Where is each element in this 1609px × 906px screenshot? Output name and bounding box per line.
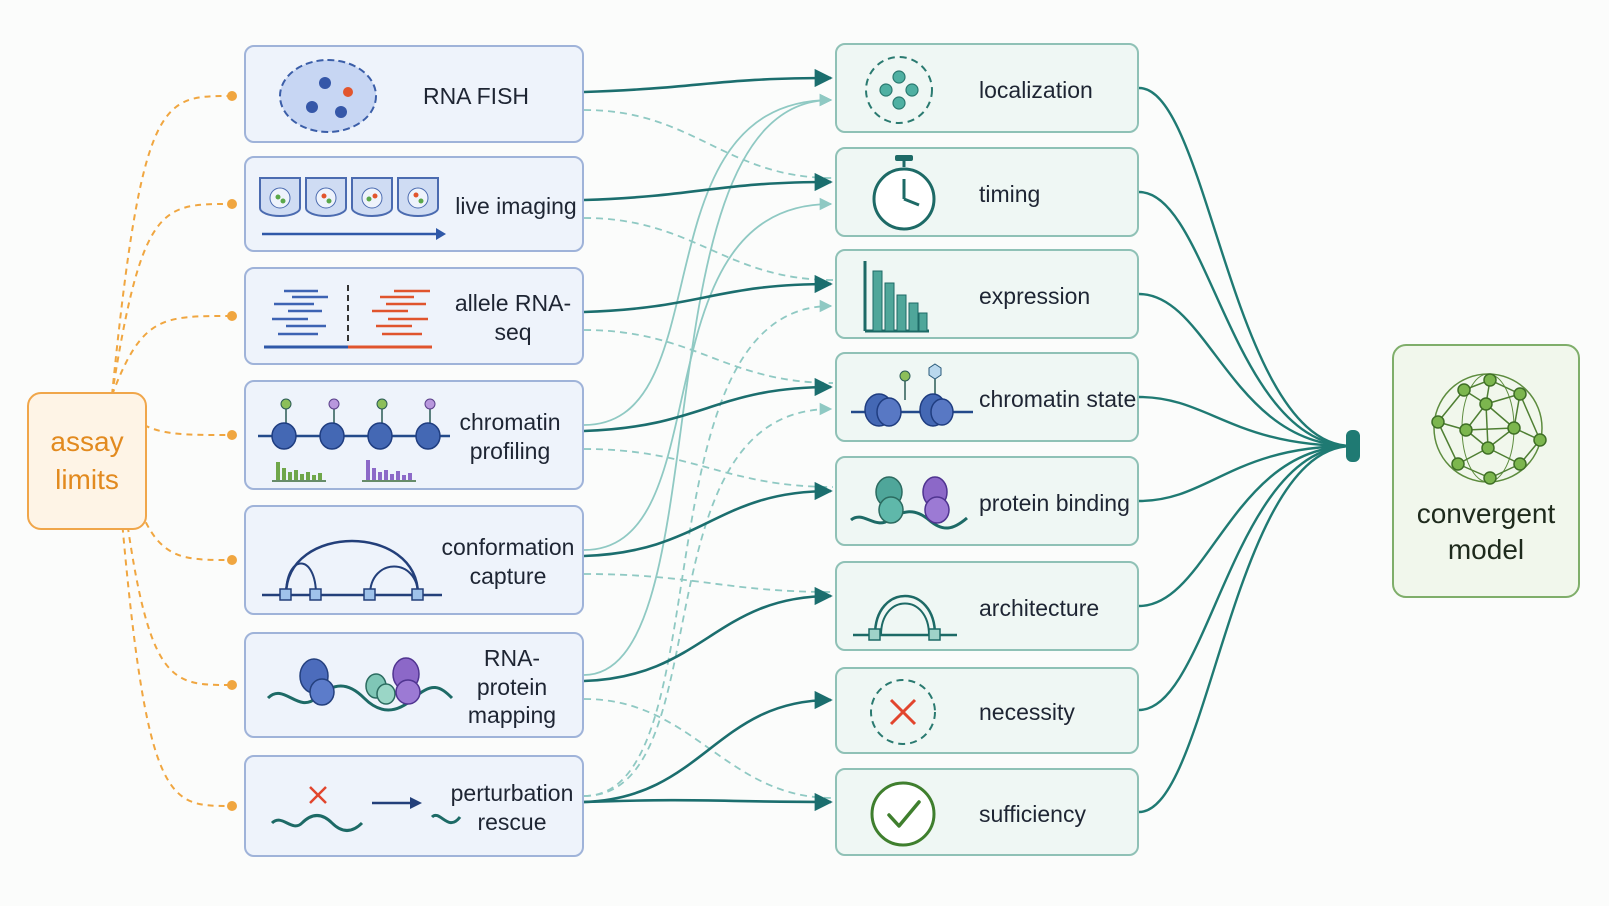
convergent-model-label: convergent model — [1416, 498, 1556, 566]
assay-label: conformation capture — [441, 534, 575, 589]
cross-link — [583, 299, 833, 797]
limits-link — [111, 315, 231, 396]
outcome-box-necessity: necessity — [835, 667, 1139, 754]
outcome-box-expression: expression — [835, 249, 1139, 339]
bar-histogram-icon — [863, 261, 929, 333]
assay-box-rna-fish: RNA FISH — [244, 45, 584, 143]
outcome-box-timing: timing — [835, 147, 1139, 237]
secondary-link — [583, 329, 834, 384]
model-link — [1138, 292, 1353, 448]
model-hub — [1346, 430, 1360, 462]
outcome-label: architecture — [979, 594, 1100, 621]
secondary-link — [583, 109, 834, 179]
assay-label: chromatin profiling — [459, 409, 561, 464]
rna-protein-icon — [266, 657, 454, 712]
outcome-box-localization: localization — [835, 43, 1139, 133]
assay-label: perturbation rescue — [450, 780, 574, 835]
loop-arch-icon — [853, 594, 957, 641]
outcome-box-sufficiency: sufficiency — [835, 768, 1139, 856]
assay-box-conformation-capture: conformation capture — [244, 505, 584, 615]
secondary-link — [583, 448, 834, 488]
model-link — [1138, 444, 1353, 814]
assay-label: RNA-protein mapping — [467, 644, 557, 729]
limits-link-endpoint — [227, 680, 237, 690]
primary-link — [583, 792, 833, 812]
limits-link — [111, 203, 231, 396]
primary-link — [583, 274, 833, 314]
assay-box-rna-protein-mapping: RNA-protein mapping — [244, 632, 584, 738]
limits-link — [111, 394, 231, 807]
limits-link — [111, 95, 231, 396]
nucleosome-mark-icon — [851, 363, 973, 427]
limits-link-endpoint — [227, 801, 237, 811]
limits-link-endpoint — [227, 430, 237, 440]
cell-timelapse-icon — [259, 177, 446, 240]
outcome-box-architecture: architecture — [835, 561, 1139, 651]
bound-protein-icon — [850, 476, 968, 530]
outcome-label: timing — [979, 180, 1041, 207]
convergent-model-node: convergent model — [1392, 344, 1580, 598]
outcome-label: sufficiency — [979, 800, 1086, 827]
assay-box-allele-rna-seq: allele RNA-seq — [244, 267, 584, 365]
model-link — [1138, 444, 1353, 503]
outcome-label: protein binding — [979, 489, 1130, 516]
assay-label: allele RNA-seq — [454, 290, 572, 345]
outcome-box-protein-binding: protein binding — [835, 456, 1139, 546]
chromatin-loop-icon — [262, 539, 442, 601]
primary-link — [583, 690, 833, 804]
assay-limits-label: assay limits — [50, 426, 124, 495]
cross-link — [583, 197, 833, 551]
cross-circle-icon — [870, 679, 936, 745]
cross-link — [583, 93, 833, 426]
cross-link — [583, 402, 833, 797]
limits-link-endpoint — [227, 199, 237, 209]
outcome-label: necessity — [979, 699, 1075, 726]
foci-cluster-icon — [865, 56, 933, 124]
assay-limits-node: assay limits — [27, 392, 147, 530]
knockout-rescue-icon — [270, 786, 462, 832]
secondary-link — [583, 573, 834, 593]
limits-link-endpoint — [227, 555, 237, 565]
check-circle-icon — [870, 781, 936, 847]
assay-box-chromatin-profiling: chromatin profiling — [244, 380, 584, 490]
primary-link — [583, 481, 833, 558]
primary-link — [583, 68, 833, 94]
outcome-label: chromatin state — [979, 385, 1137, 412]
limits-link-endpoint — [227, 311, 237, 321]
primary-link — [583, 172, 833, 202]
limits-link-endpoint — [227, 91, 237, 101]
assay-box-perturbation-rescue: perturbation rescue — [244, 755, 584, 857]
model-link — [1138, 395, 1353, 448]
nucleus-icon — [279, 59, 377, 133]
outcome-label: expression — [979, 282, 1091, 309]
assay-label: RNA FISH — [422, 82, 530, 109]
model-link — [1138, 190, 1353, 448]
model-link — [1138, 86, 1353, 448]
nucleosome-track-icon — [258, 398, 450, 482]
read-alignment-icon — [264, 285, 432, 349]
network-sphere-icon — [1431, 373, 1547, 485]
model-link — [1138, 444, 1353, 712]
model-link — [1138, 444, 1353, 608]
assay-label: live imaging — [455, 192, 577, 219]
stopwatch-icon — [872, 155, 936, 231]
secondary-link — [583, 217, 834, 281]
outcome-box-chromatin-state: chromatin state — [835, 352, 1139, 442]
outcome-label: localization — [979, 76, 1093, 103]
primary-link — [583, 377, 833, 433]
cross-link — [583, 93, 833, 676]
primary-link — [583, 586, 833, 683]
assay-box-live-imaging: live imaging — [244, 156, 584, 252]
